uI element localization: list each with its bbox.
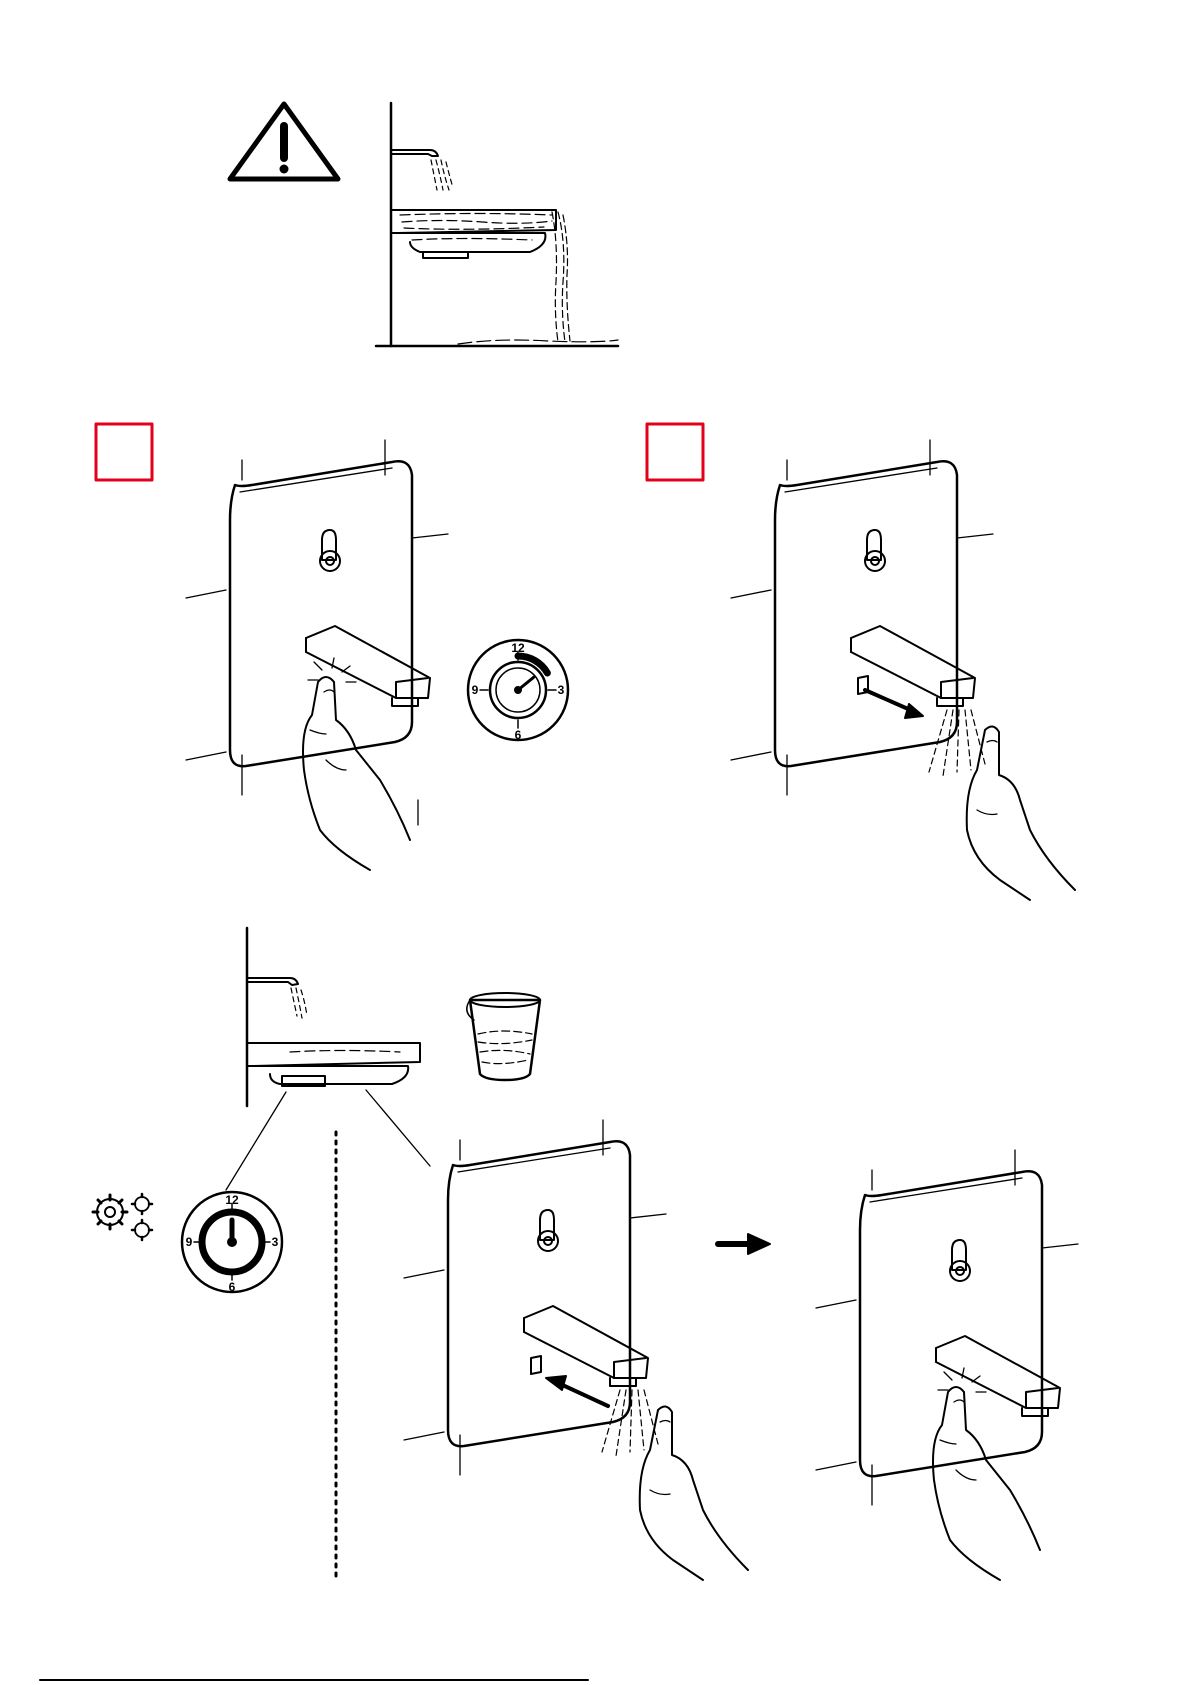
- dial-label-6: 6: [515, 728, 522, 742]
- step-marker-2: [647, 424, 703, 480]
- timer-dial-adjust: 12 3 6 9: [182, 1192, 282, 1294]
- dial-label-3: 3: [272, 1235, 279, 1249]
- step-4-panel: [816, 1150, 1078, 1580]
- step-1-panel: [186, 440, 448, 870]
- dial-label-9: 9: [186, 1235, 193, 1249]
- dial-label-12: 12: [511, 641, 525, 655]
- sink-normal-illustration: [226, 928, 430, 1190]
- dial-label-9: 9: [472, 683, 479, 697]
- cup-icon: [467, 993, 540, 1080]
- gears-icon: [93, 1194, 152, 1240]
- step-3-panel: [404, 1120, 748, 1580]
- timer-dial-step-1: 12 3 6 9: [468, 640, 568, 742]
- right-arrow-icon: [718, 1234, 770, 1254]
- dial-label-12: 12: [225, 1193, 239, 1207]
- sink-overflow-illustration: [376, 103, 618, 346]
- step-2-panel: [731, 440, 1075, 900]
- dial-label-6: 6: [229, 1280, 236, 1294]
- dial-label-3: 3: [558, 683, 565, 697]
- step-marker-1: [96, 424, 152, 480]
- warning-triangle-icon: [230, 104, 338, 179]
